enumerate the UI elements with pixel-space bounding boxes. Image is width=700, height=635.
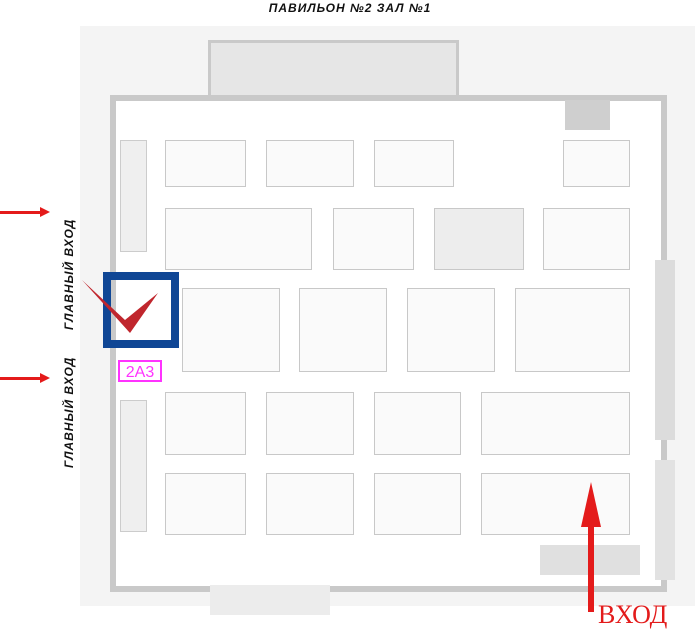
- booth[interactable]: [182, 288, 280, 372]
- map-title: ПАВИЛЬОН №2 ЗАЛ №1: [268, 1, 432, 15]
- booth[interactable]: [563, 140, 630, 187]
- booth[interactable]: [434, 208, 524, 270]
- exit-label: ВХОД: [598, 600, 668, 629]
- column: [565, 100, 610, 130]
- side-corridor: [655, 460, 675, 580]
- booth[interactable]: [299, 288, 387, 372]
- booth-number-label[interactable]: 2A3: [118, 360, 162, 382]
- side-gate: [655, 260, 675, 440]
- booth[interactable]: [481, 473, 630, 535]
- booth[interactable]: [543, 208, 630, 270]
- booth[interactable]: [266, 140, 354, 187]
- booth[interactable]: [165, 392, 246, 455]
- checkmark-icon: [82, 280, 158, 333]
- entrance-arrow: [0, 373, 50, 383]
- side-stand: [120, 140, 147, 252]
- booth[interactable]: [165, 140, 246, 187]
- booth[interactable]: [333, 208, 414, 270]
- booth[interactable]: [266, 392, 354, 455]
- booth-marker-frame: [103, 272, 179, 348]
- main-entrance-label: ГЛАВНЫЙ ВХОД: [62, 218, 76, 330]
- side-stand: [120, 400, 147, 532]
- booth[interactable]: [266, 473, 354, 535]
- booth[interactable]: [165, 208, 312, 270]
- lower-annex: [210, 585, 330, 615]
- booth[interactable]: [374, 473, 461, 535]
- exit-arrow-icon: [581, 482, 601, 612]
- entrance-arrow: [0, 207, 50, 217]
- booth[interactable]: [374, 140, 454, 187]
- booth[interactable]: [165, 473, 246, 535]
- booth[interactable]: [481, 392, 630, 455]
- booth[interactable]: [515, 288, 630, 372]
- main-entrance-label: ГЛАВНЫЙ ВХОД: [62, 356, 76, 468]
- booth[interactable]: [407, 288, 495, 372]
- booth[interactable]: [374, 392, 461, 455]
